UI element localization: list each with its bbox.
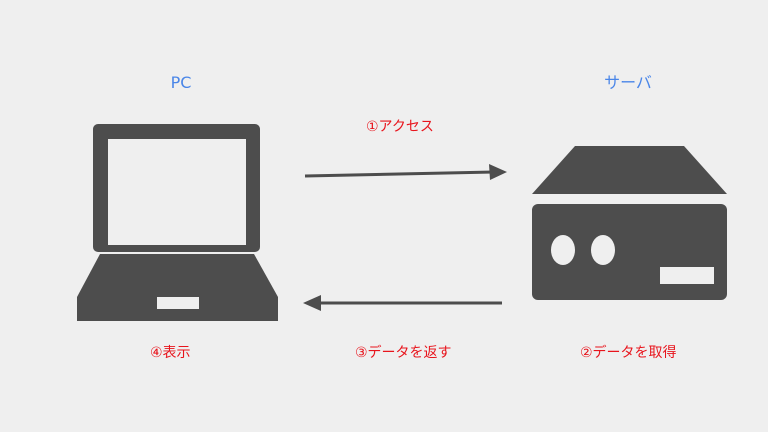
step-fetch-label: ②データを取得 — [580, 345, 677, 361]
pc-label: PC — [170, 73, 192, 92]
step-display-label: ④表示 — [150, 345, 191, 361]
step-access-label: ①アクセス — [366, 119, 434, 135]
server-label: サーバ — [604, 73, 652, 92]
step-return-label: ③データを返す — [355, 345, 452, 361]
